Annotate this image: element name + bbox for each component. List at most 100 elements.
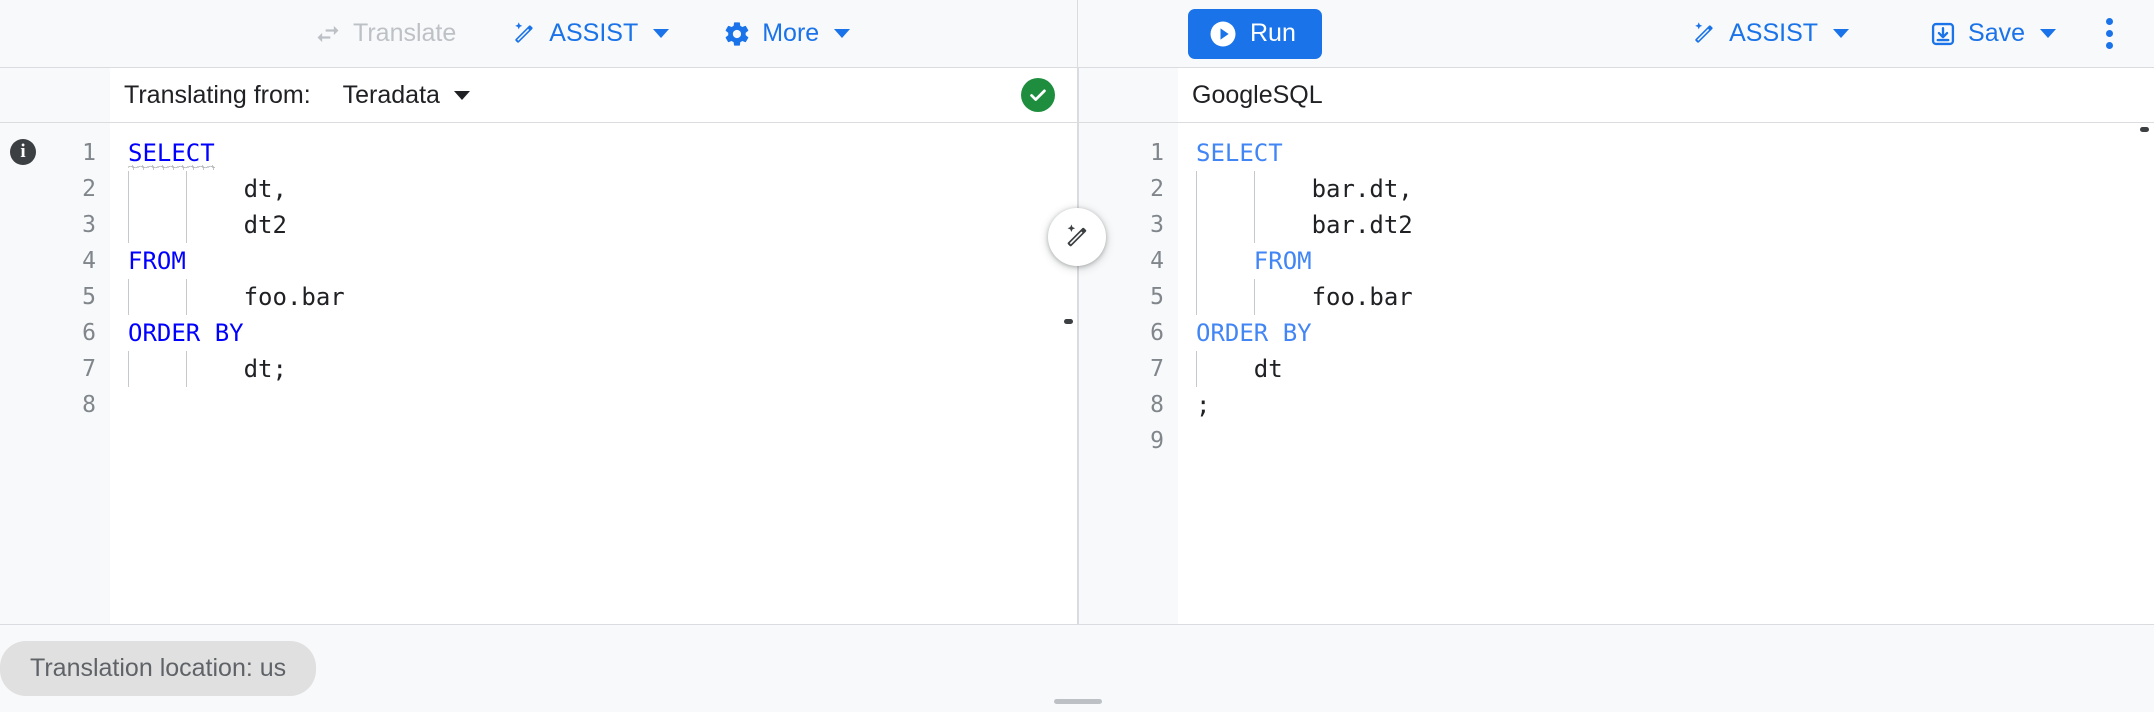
indent-guide xyxy=(185,207,187,243)
assist-left-label: ASSIST xyxy=(549,19,639,47)
indent-guide xyxy=(128,171,129,207)
more-button[interactable]: More xyxy=(709,11,864,57)
line-number: 7 xyxy=(1150,356,1164,382)
indent-guide xyxy=(1253,279,1255,315)
target-info-rail xyxy=(1078,123,1114,624)
code-line xyxy=(1196,423,2154,459)
target-dialect-label: GoogleSQL xyxy=(1192,80,1323,109)
code-line: bar.dt2 xyxy=(1196,207,2154,243)
source-dialect-dropdown[interactable]: Teradata xyxy=(337,77,476,114)
chevron-down-icon xyxy=(834,29,851,38)
translate-button[interactable]: Translate xyxy=(300,11,470,57)
code-line: FROM xyxy=(128,243,1077,279)
chevron-down-icon xyxy=(653,29,670,38)
sql-keyword: FROM xyxy=(128,247,186,275)
indent-guide xyxy=(185,351,187,387)
code-line: dt; xyxy=(128,351,1077,387)
sql-keyword: SELECT xyxy=(1196,139,1283,167)
line-number: 9 xyxy=(1150,428,1164,454)
line-number: 1 xyxy=(1150,140,1164,166)
run-label: Run xyxy=(1250,19,1296,47)
line-number: 3 xyxy=(1150,212,1164,238)
assist-left-button[interactable]: ASSIST xyxy=(496,11,683,57)
line-number: 1 xyxy=(82,140,96,166)
indent-guide xyxy=(185,171,187,207)
line-number: 2 xyxy=(1150,176,1164,202)
code-line: foo.bar xyxy=(1196,279,2154,315)
code-text: dt; xyxy=(128,355,287,383)
code-line xyxy=(128,387,1077,423)
magic-wand-icon xyxy=(1690,20,1718,48)
indent-guide xyxy=(128,351,129,387)
info-icon[interactable]: i xyxy=(10,139,36,165)
magic-wand-icon xyxy=(510,20,538,48)
save-button[interactable]: Save xyxy=(1915,11,2070,57)
code-text: dt, xyxy=(128,175,287,203)
code-text: dt xyxy=(1196,355,1283,383)
line-number: 4 xyxy=(1150,248,1164,274)
indent-guide xyxy=(128,279,129,315)
assist-right-button[interactable]: ASSIST xyxy=(1676,11,1863,57)
line-number: 6 xyxy=(82,320,96,346)
indent-guide xyxy=(1196,279,1197,315)
sql-keyword: ORDER BY xyxy=(128,319,244,347)
bottom-drag-handle[interactable] xyxy=(1054,699,1102,704)
translation-location-chip: Translation location: us xyxy=(0,641,317,696)
gear-icon xyxy=(723,20,751,48)
top-toolbar: Translate ASSIST More xyxy=(0,0,2154,68)
save-label: Save xyxy=(1968,19,2025,47)
sql-keyword: FROM xyxy=(1253,247,1312,275)
code-line: SELECT xyxy=(1196,135,2154,171)
sql-keyword: ORDER BY xyxy=(1196,319,1312,347)
code-line: dt, xyxy=(128,171,1077,207)
translate-swap-icon xyxy=(314,20,342,48)
indent-guide xyxy=(185,279,187,315)
assist-floating-button[interactable] xyxy=(1048,208,1106,266)
check-circle-icon xyxy=(1021,78,1055,112)
more-vert-icon[interactable] xyxy=(2086,11,2132,57)
line-number: 6 xyxy=(1150,320,1164,346)
code-text: ; xyxy=(1196,391,1211,419)
line-number: 5 xyxy=(1150,284,1164,310)
target-pane-header: GoogleSQL xyxy=(1078,68,2154,123)
source-pane-header: Translating from: Teradata xyxy=(0,68,1077,123)
target-header-gutter xyxy=(1078,68,1178,122)
run-button[interactable]: Run xyxy=(1188,8,1322,59)
line-number: 2 xyxy=(82,176,96,202)
target-vertical-scrollbar[interactable] xyxy=(2140,127,2149,132)
source-header-inner: Translating from: Teradata xyxy=(110,68,1077,122)
code-text: foo.bar xyxy=(128,283,345,311)
line-number: 7 xyxy=(82,356,96,382)
toolbar-right-group: Run ASSIST xyxy=(1078,0,2154,67)
indent-guide xyxy=(1253,207,1255,243)
source-pane: Translating from: Teradata i 1 xyxy=(0,68,1078,624)
code-text: foo.bar xyxy=(1196,283,1413,311)
indent-guide xyxy=(1196,207,1197,243)
code-line: FROM xyxy=(1196,243,2154,279)
code-text: bar.dt2 xyxy=(1196,211,1413,239)
code-line: dt2 xyxy=(128,207,1077,243)
code-text: dt2 xyxy=(128,211,287,239)
editor-panes: Translating from: Teradata i 1 xyxy=(0,68,2154,624)
toolbar-left-group: Translate ASSIST More xyxy=(0,0,1078,67)
source-dialect-value: Teradata xyxy=(342,80,440,109)
chevron-down-icon xyxy=(1833,29,1850,38)
code-line: foo.bar xyxy=(128,279,1077,315)
indent-guide xyxy=(1253,171,1255,207)
source-vertical-scrollbar[interactable] xyxy=(1064,319,1073,324)
chevron-down-icon xyxy=(453,90,470,100)
pane-splitter[interactable] xyxy=(1078,68,1079,624)
code-text: bar.dt, xyxy=(1196,175,1413,203)
chevron-down-icon xyxy=(2040,29,2056,38)
play-circle-icon xyxy=(1208,19,1238,49)
target-header-inner: GoogleSQL xyxy=(1178,68,2154,122)
code-line: ORDER BY xyxy=(1196,315,2154,351)
line-number: 5 xyxy=(82,284,96,310)
code-line: ORDER BY xyxy=(128,315,1077,351)
